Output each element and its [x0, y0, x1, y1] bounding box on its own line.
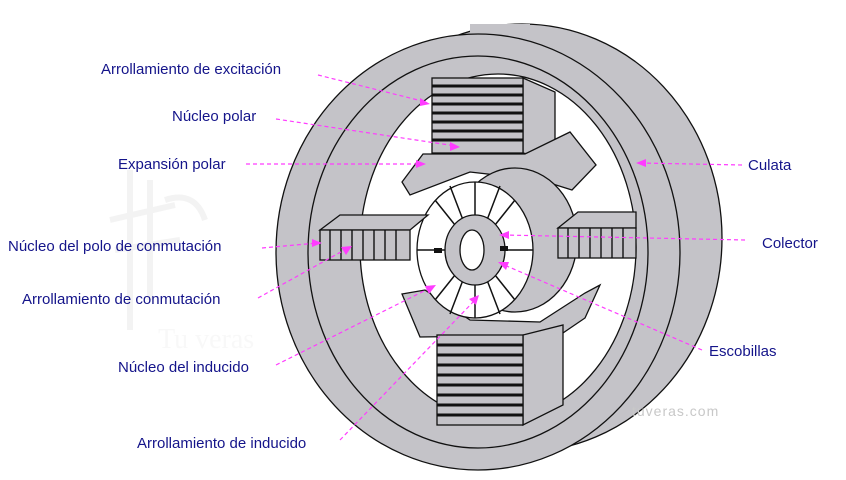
leader-nucleo-polar [275, 118, 457, 147]
leader-colector [502, 234, 746, 241]
leader-arr-inducido [339, 298, 477, 441]
label-arrollamiento-conmutacion: Arrollamiento de conmutación [22, 291, 220, 308]
armature [416, 167, 578, 319]
label-culata: Culata [748, 157, 792, 174]
brush-right [500, 246, 508, 251]
label-nucleo-polar: Núcleo polar [172, 108, 256, 125]
label-nucleo-inducido: Núcleo del inducido [118, 359, 249, 376]
site-watermark: tuveras.com [632, 403, 719, 419]
label-arrollamiento-inducido: Arrollamiento de inducido [137, 435, 306, 452]
tuveras-logo-watermark: Tu veras [109, 170, 254, 355]
logo-watermark-text: Tu veras [158, 324, 254, 355]
right-commutation-pole [556, 211, 637, 259]
leader-lines [246, 74, 746, 441]
label-nucleo-polo-conmutacion: Núcleo del polo de conmutación [8, 238, 221, 255]
label-escobillas: Escobillas [709, 343, 777, 360]
leader-escobillas [501, 263, 703, 351]
leader-arr-conmutacion [257, 247, 349, 299]
leader-nucleo-inducido [275, 286, 433, 366]
leader-excitacion [317, 74, 427, 103]
label-expansion-polar: Expansión polar [118, 156, 226, 173]
shaft [459, 229, 485, 271]
brush-left [434, 248, 442, 253]
leader-culata [639, 162, 743, 166]
left-commutation-pole [318, 214, 430, 261]
label-arrollamiento-excitacion: Arrollamiento de excitación [101, 61, 281, 78]
leader-polo-conmutacion [261, 242, 319, 249]
label-colector: Colector [762, 235, 818, 252]
